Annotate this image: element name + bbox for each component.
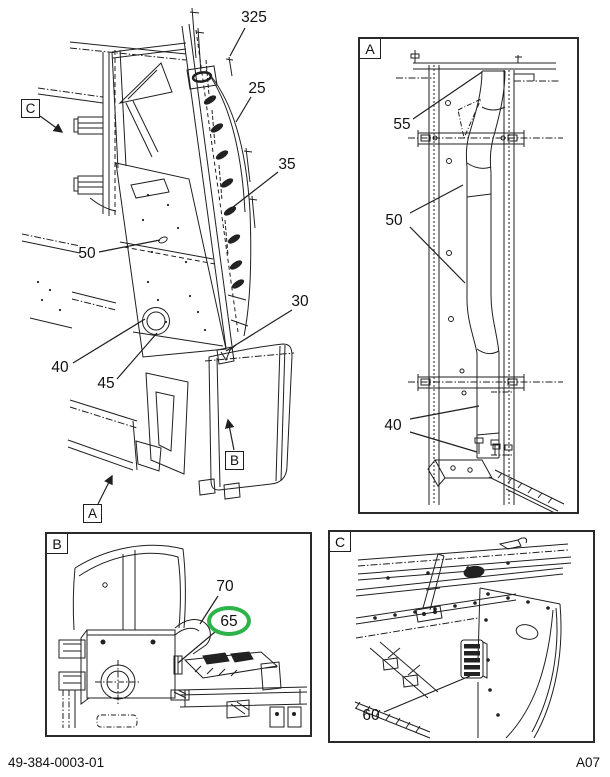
- cowl-side-panel: [181, 7, 258, 352]
- callout-325[interactable]: 325: [241, 9, 267, 26]
- highlight-ellipse-65: [207, 606, 251, 636]
- figure-number: 49-384-0003-01: [8, 755, 105, 770]
- main-view-line-art: [21, 7, 295, 505]
- callout-leaders: [39, 27, 293, 505]
- callout-25[interactable]: 25: [248, 80, 266, 97]
- pillar-brace: [415, 553, 485, 623]
- callout-40[interactable]: 40: [51, 359, 69, 376]
- panel-c-line-art: [354, 537, 572, 739]
- panel-b-line-art: [58, 544, 308, 728]
- callout-30[interactable]: 30: [291, 293, 309, 310]
- shroud-and-unit: [58, 544, 211, 705]
- callout-c-60[interactable]: 60: [362, 707, 380, 724]
- detail-panel-c: C: [328, 530, 595, 743]
- duct-bay-structure: [396, 50, 563, 505]
- callout-45[interactable]: 45: [97, 375, 115, 392]
- sloped-guard: [183, 651, 282, 691]
- lower-braces: [354, 641, 439, 739]
- detail-panel-b: B: [45, 532, 312, 737]
- detail-panel-a: A: [358, 37, 579, 514]
- panel-c-leaders: [383, 675, 471, 713]
- panel-b-leaders: [177, 595, 219, 664]
- air-duct: [465, 70, 506, 459]
- louver-vent: [460, 639, 488, 679]
- panel-a-line-art: [396, 50, 565, 512]
- floor-panel: [115, 162, 227, 358]
- callout-50[interactable]: 50: [78, 245, 96, 262]
- base-rails: [62, 686, 308, 728]
- frame-structure: [21, 41, 187, 471]
- callout-b-65[interactable]: 65: [220, 613, 238, 630]
- callout-35[interactable]: 35: [278, 156, 296, 173]
- detail-ref-c[interactable]: C: [21, 99, 40, 118]
- frame-rails: [355, 537, 572, 639]
- callout-a-50[interactable]: 50: [385, 212, 403, 229]
- panel-a-corner-label: A: [360, 39, 381, 59]
- callout-a-55[interactable]: 55: [393, 116, 411, 133]
- panel-a-leaders: [409, 71, 483, 453]
- cab-side-panel: [477, 587, 562, 739]
- duct-mounting-base: [427, 391, 565, 512]
- callout-b-70[interactable]: 70: [216, 578, 234, 595]
- main-assembly-view: 325 25 35 50 30 40 45 C B A: [0, 0, 350, 530]
- rivet-dots: [36, 193, 207, 332]
- panel-b-corner-label: B: [47, 534, 68, 554]
- page-code: A07: [575, 755, 600, 770]
- panel-c-corner-label: C: [330, 532, 351, 552]
- detail-ref-b[interactable]: B: [225, 451, 244, 470]
- callout-a-40[interactable]: 40: [384, 417, 402, 434]
- cab-corner-panel: [135, 343, 295, 500]
- insulation-grommets: [203, 95, 245, 289]
- detail-ref-a[interactable]: A: [83, 504, 102, 523]
